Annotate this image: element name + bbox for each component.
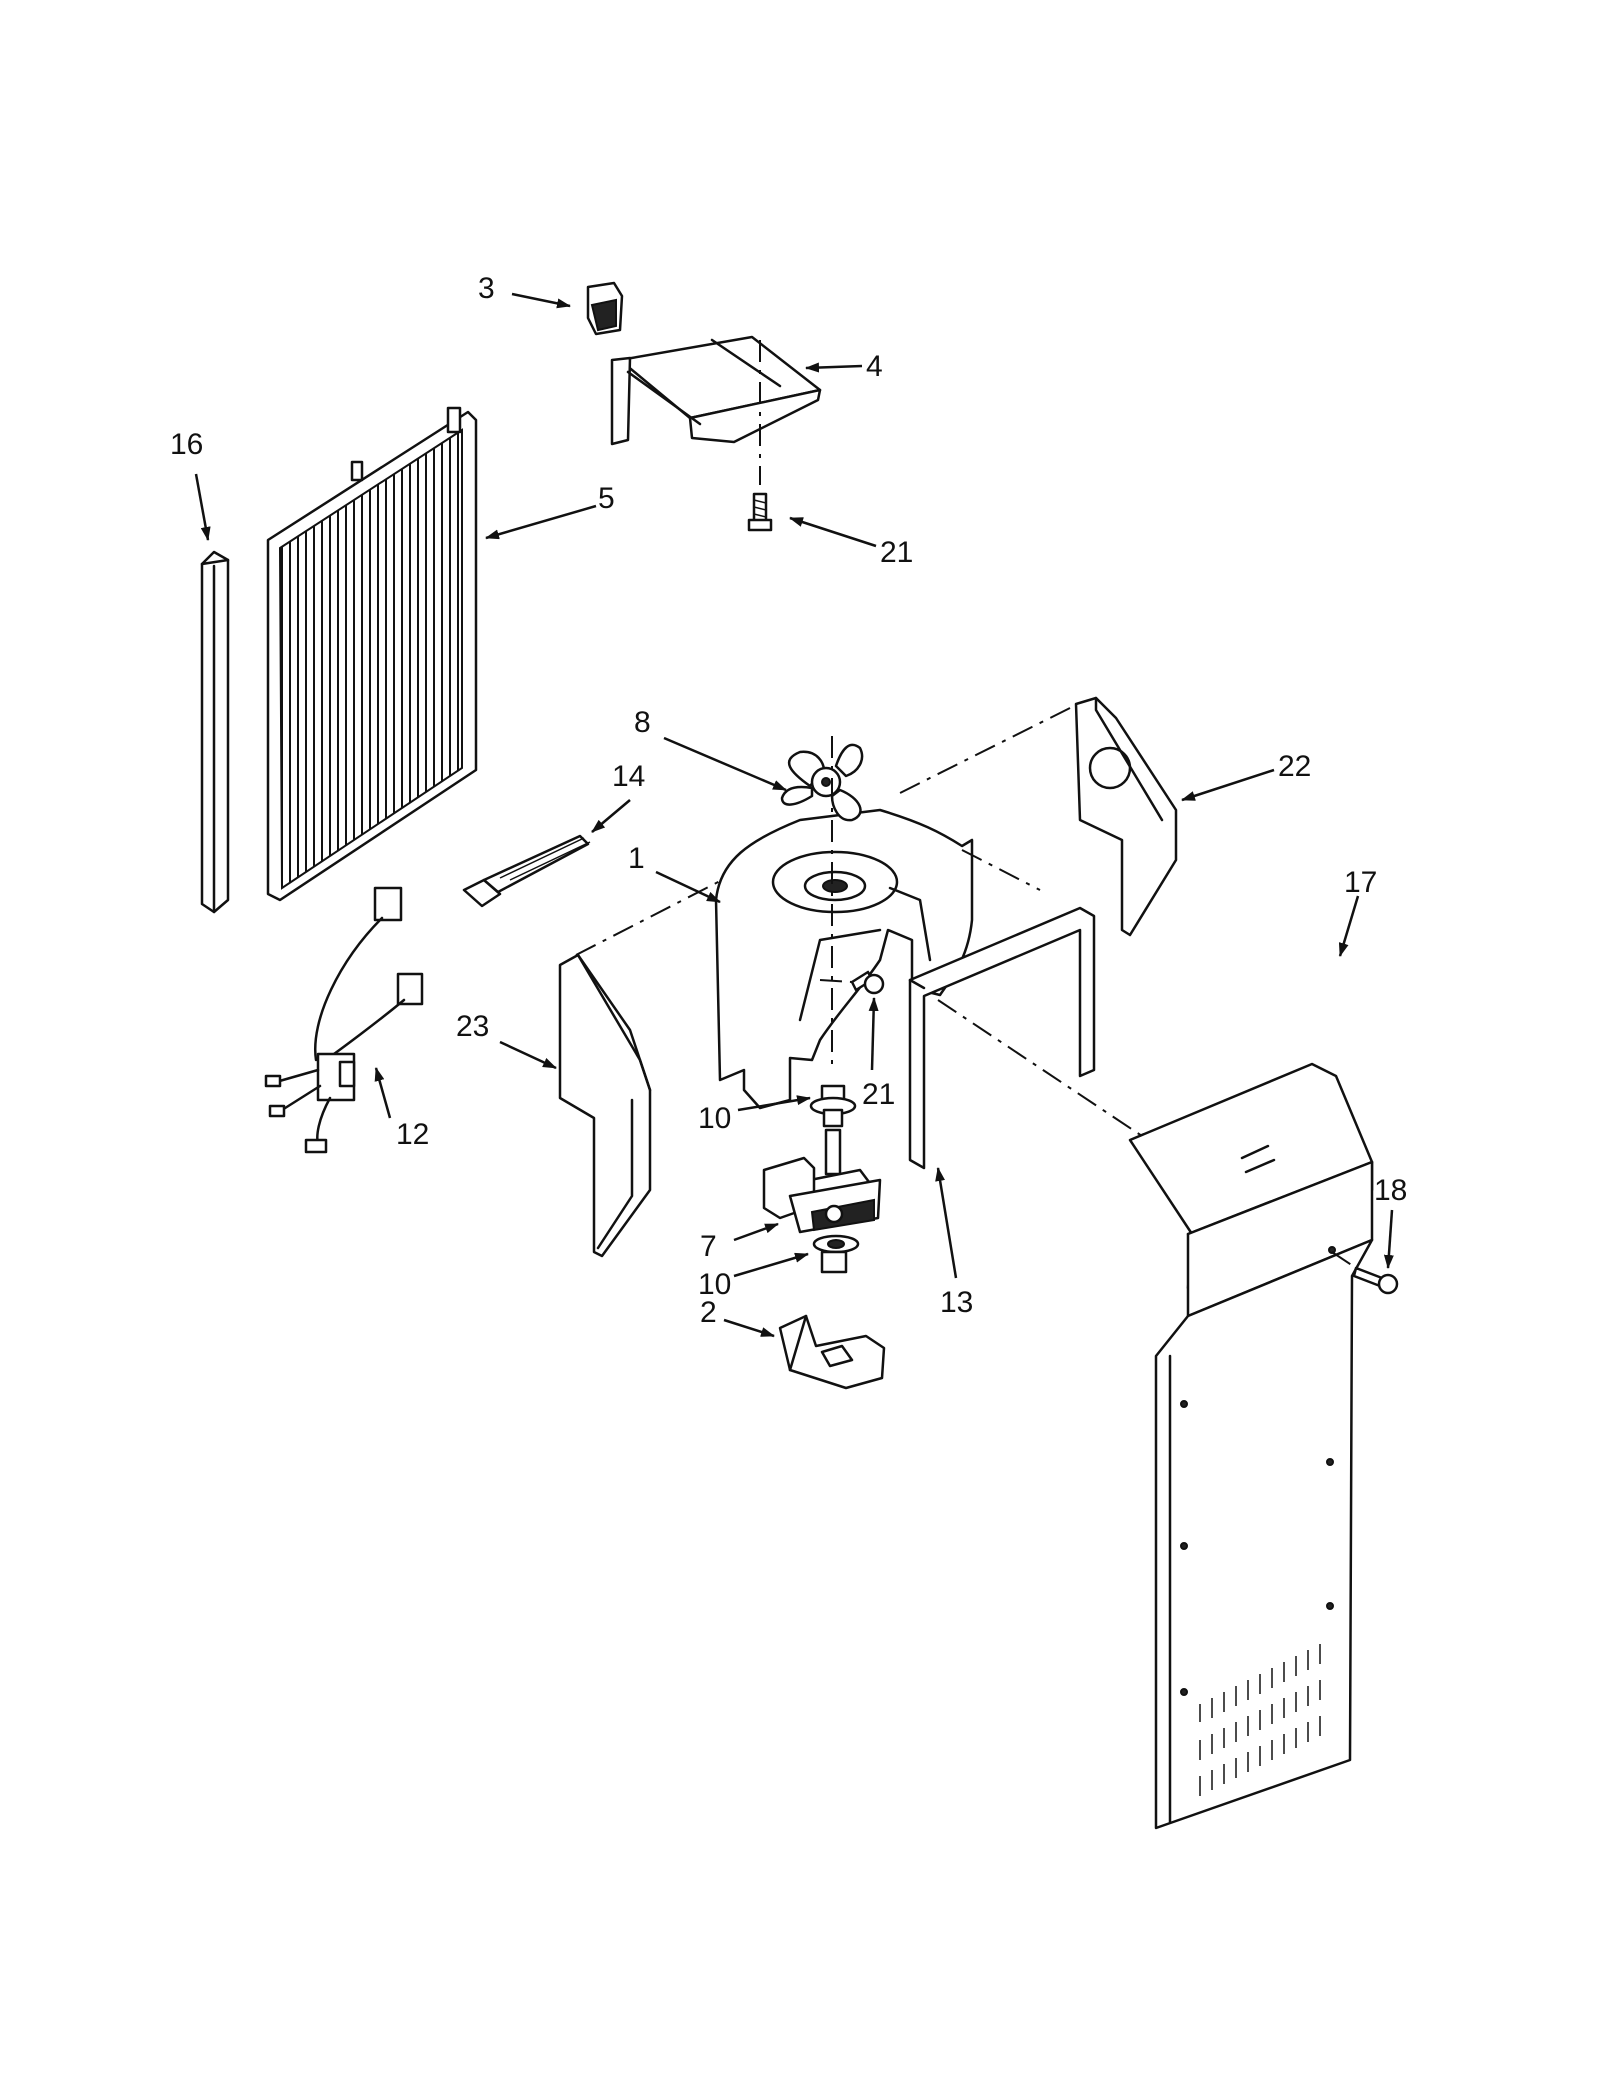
- part-2-motor-bracket: [778, 1314, 886, 1390]
- callout-4: 4: [866, 350, 883, 383]
- part-4-bracket: [610, 335, 822, 446]
- callout-17: 17: [1344, 866, 1377, 899]
- part-10-grommet-lower: [812, 1234, 860, 1274]
- callout-10-lower: 10: [698, 1268, 731, 1301]
- callout-13: 13: [940, 1286, 973, 1319]
- callout-16: 16: [170, 428, 203, 461]
- callout-12: 12: [396, 1118, 429, 1151]
- callout-5: 5: [598, 482, 615, 515]
- callout-arrows: [194, 292, 1394, 1338]
- part-12-wire-harness: [264, 886, 424, 1154]
- callout-14: 14: [612, 760, 645, 793]
- callout-23: 23: [456, 1010, 489, 1043]
- part-16-strip: [200, 550, 230, 914]
- part-22-duct-side-right: [897, 696, 1178, 937]
- part-17-cover: [1128, 1062, 1374, 1830]
- callout-10-upper: 10: [698, 1102, 731, 1135]
- part-18-screw: [1331, 1251, 1399, 1295]
- part-13-u-seal: [908, 906, 1161, 1170]
- part-1-fan-shroud: [714, 808, 974, 1110]
- part-23-duct-side-left: [558, 879, 723, 1258]
- callout-3: 3: [478, 272, 495, 305]
- cover-vent-slots: [1199, 1644, 1321, 1796]
- callout-21-upper: 21: [880, 536, 913, 569]
- part-3-clip: [586, 281, 624, 336]
- callout-2: 2: [700, 1296, 717, 1329]
- part-21-screw-upper: [747, 492, 773, 532]
- callout-21-middle: 21: [862, 1078, 895, 1111]
- part-8-fan-blade: [780, 743, 864, 822]
- part-5-condenser-panel: [266, 406, 478, 902]
- callout-22: 22: [1278, 750, 1311, 783]
- part-10-grommet-upper: [809, 1084, 857, 1128]
- callout-7: 7: [700, 1230, 717, 1263]
- part-21-screw-middle: [819, 970, 885, 995]
- callout-1: 1: [628, 842, 645, 875]
- part-14-cable-tie: [462, 834, 591, 908]
- callout-18: 18: [1374, 1174, 1407, 1207]
- callout-labels: 3 4 5 21 16 8 14 1 22 17 21 23 12 10 7 1…: [170, 272, 1407, 1329]
- callout-8: 8: [634, 706, 651, 739]
- part-7-fan-motor: [762, 1128, 882, 1234]
